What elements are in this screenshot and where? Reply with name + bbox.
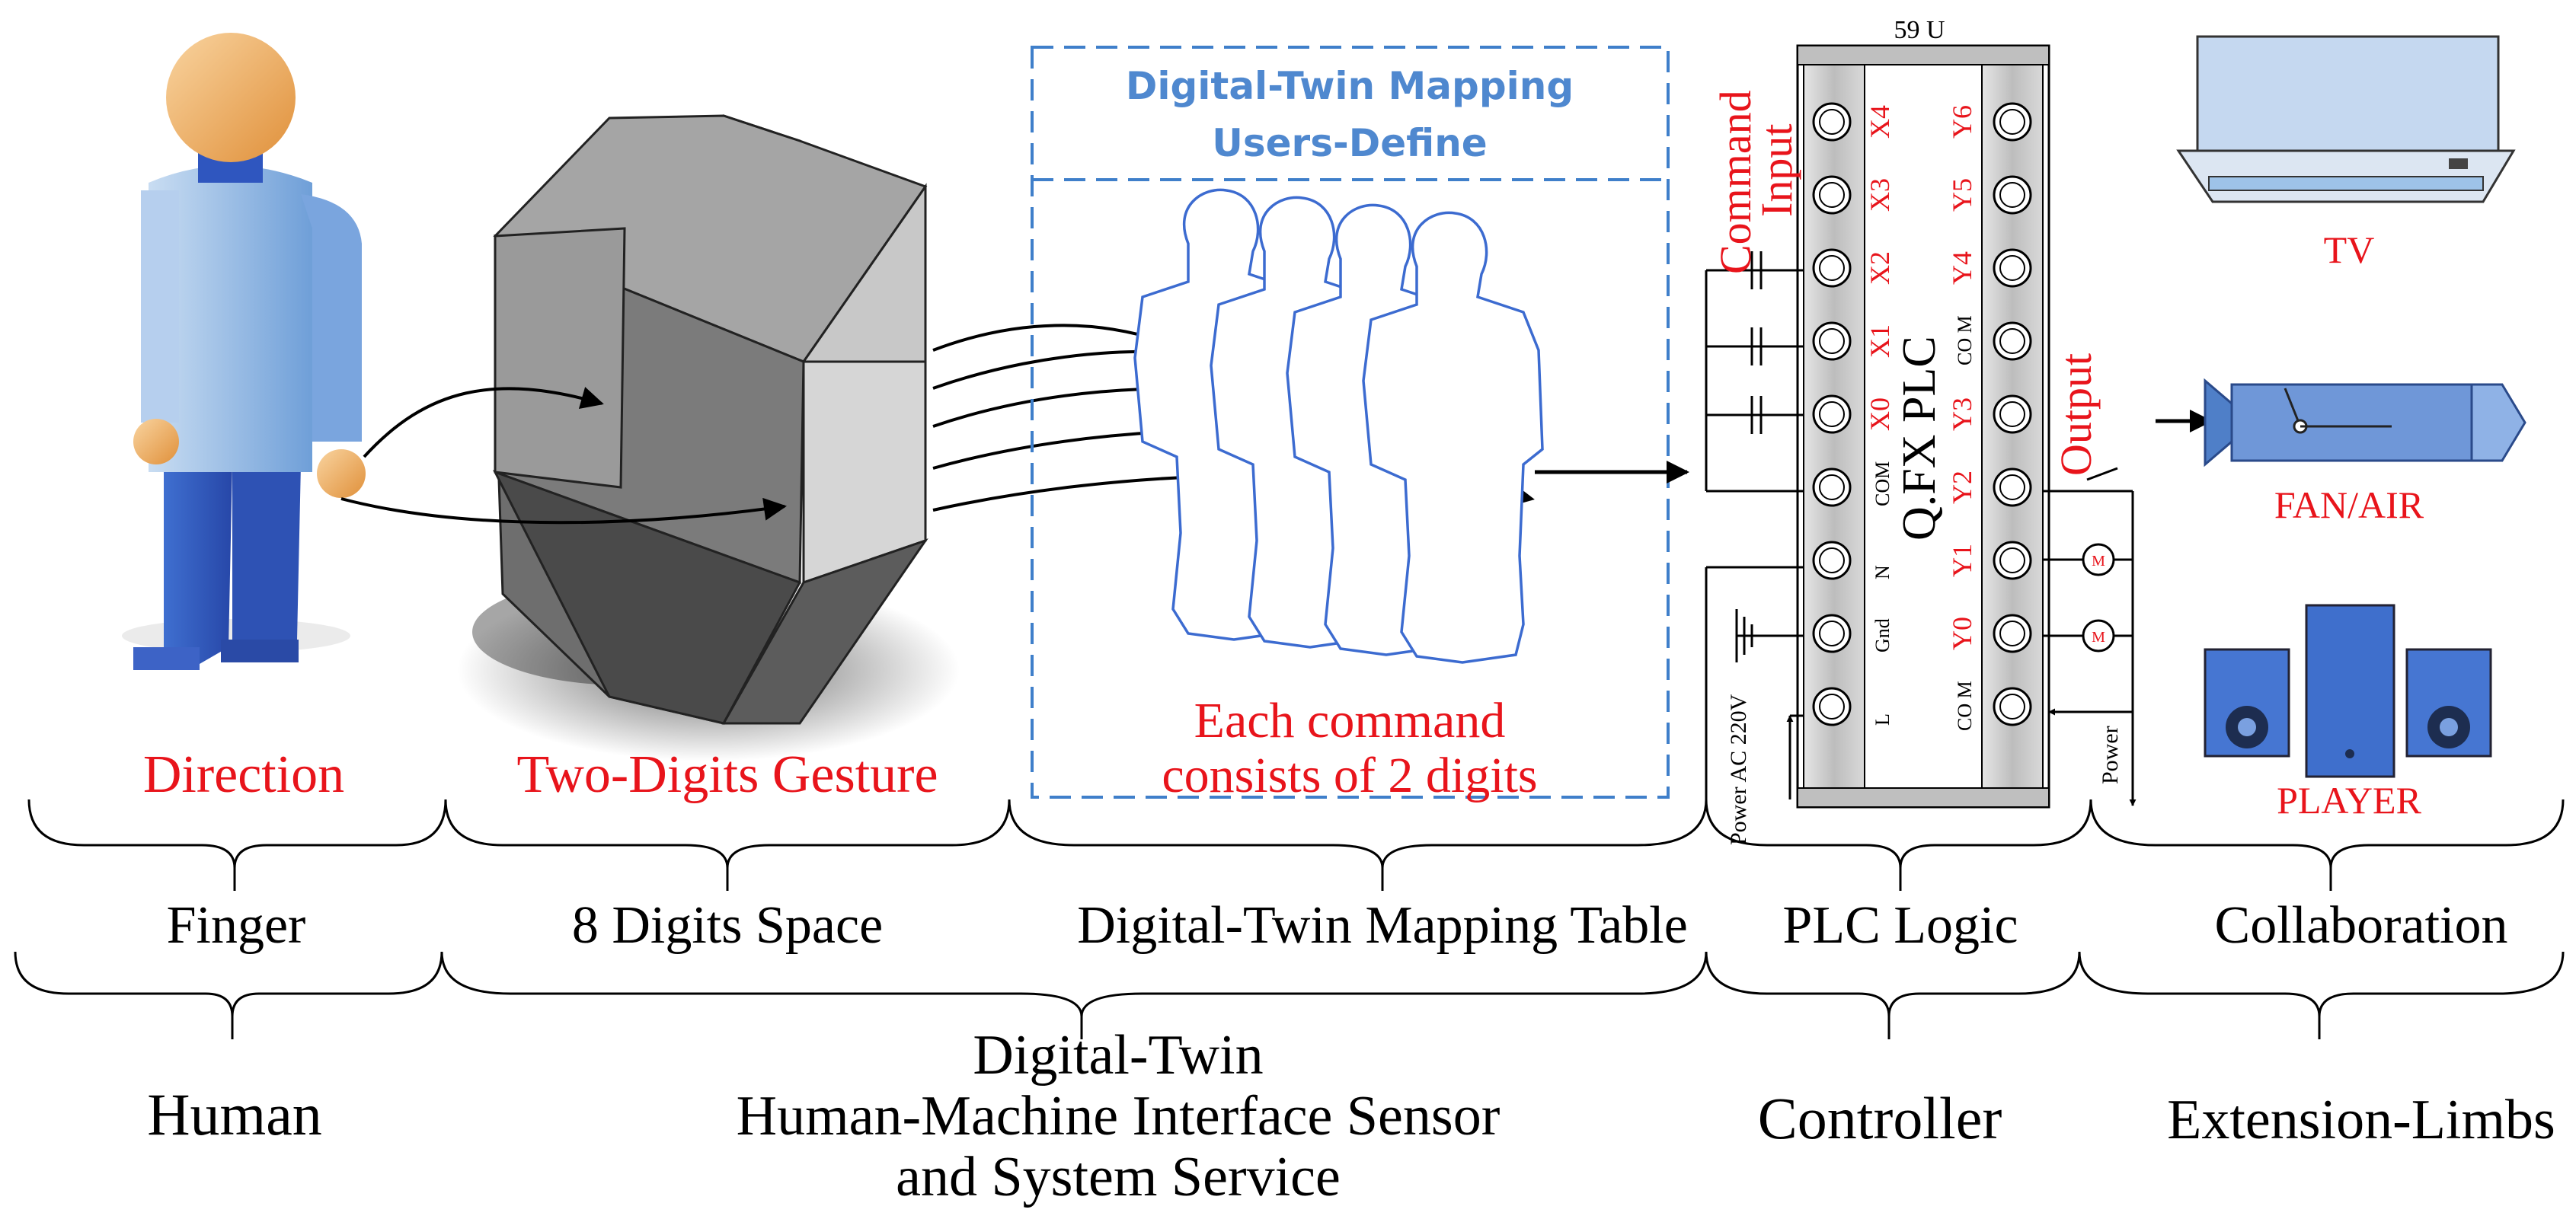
- tv-label: TV: [2324, 228, 2375, 271]
- speaker-system-icon: [2204, 604, 2492, 778]
- plc-output-address: Y3: [1947, 397, 1977, 431]
- terminal-screw-inner: [1999, 694, 2025, 720]
- fan-valve-icon: [2204, 378, 2526, 467]
- power-left-label: Power AC 220V: [1726, 694, 1751, 845]
- terminal-screw-inner: [1819, 694, 1845, 720]
- plc-input-address: X0: [1865, 397, 1895, 431]
- plc-input-address: X3: [1865, 178, 1895, 212]
- plc-terminal-label: Gnd: [1871, 618, 1894, 653]
- tv-icon: [2176, 35, 2516, 203]
- digits-space-label: 8 Digits Space: [572, 896, 883, 955]
- plc-output-address: Y4: [1947, 251, 1977, 285]
- mapping-title-line1: Digital-Twin Mapping: [1126, 64, 1574, 108]
- terminal-screw-inner: [1819, 474, 1845, 500]
- dt-line1: Digital-Twin: [973, 1024, 1263, 1087]
- command-input-line1: Command: [1711, 90, 1760, 274]
- terminal-screw-inner: [1999, 474, 2025, 500]
- motor-symbol: M: [2092, 629, 2105, 646]
- terminal-screw-inner: [1999, 401, 2025, 427]
- level2-braces: [14, 951, 2565, 1039]
- plc-terminal-label: COM: [1871, 461, 1894, 506]
- extension-label: Extension-Limbs: [2167, 1089, 2555, 1151]
- plc-input-address: X1: [1865, 324, 1895, 358]
- terminal-screw-inner: [1999, 109, 2025, 135]
- plc-input-wiring: [1705, 251, 1804, 807]
- plc-output-address: Y5: [1947, 178, 1977, 212]
- user-figure-icon: [122, 33, 366, 670]
- user-silhouette-icons: [1133, 188, 1544, 664]
- motor-symbol: M: [2092, 553, 2105, 570]
- plc-input-address: X4: [1865, 105, 1895, 139]
- plc-output-address: Y1: [1947, 544, 1977, 577]
- plc-terminal-label: CO M: [1954, 315, 1976, 365]
- mapping-title-line2: Users-Define: [1212, 121, 1487, 165]
- plc-top-label: 59 U: [1894, 16, 1945, 44]
- plc-logic-label: PLC Logic: [1782, 896, 2018, 955]
- plc-output-address: Y6: [1947, 105, 1977, 139]
- terminal-screw-inner: [1999, 255, 2025, 281]
- terminal-screw-inner: [1819, 547, 1845, 573]
- terminal-screw-inner: [1819, 401, 1845, 427]
- terminal-screw-inner: [1819, 328, 1845, 354]
- fan-label: FAN/AIR: [2274, 483, 2424, 526]
- terminal-screw-inner: [1819, 255, 1845, 281]
- gesture-label: Two-Digits Gesture: [516, 745, 938, 804]
- direction-arrows: [340, 387, 787, 525]
- controller-label: Controller: [1758, 1085, 2002, 1151]
- mapping-box: Digital-Twin Mapping Users-Define Each c…: [1031, 46, 1670, 803]
- player-label: PLAYER: [2277, 779, 2422, 822]
- terminal-screw-inner: [1819, 182, 1845, 208]
- dt-line3: and System Service: [896, 1146, 1341, 1208]
- dt-line2: Human-Machine Interface Sensor: [737, 1085, 1501, 1147]
- finger-label: Finger: [167, 896, 306, 955]
- plc-input-address: X2: [1865, 251, 1895, 285]
- plc-terminal-label: L: [1871, 713, 1894, 726]
- command-input-line2: Input: [1752, 124, 1801, 217]
- motor-icon: M: [2082, 619, 2115, 653]
- mapping-table-label: Digital-Twin Mapping Table: [1077, 896, 1688, 955]
- motor-icon: M: [2082, 543, 2115, 576]
- mapping-note-line1: Each command: [1194, 693, 1506, 748]
- human-label: Human: [147, 1081, 322, 1147]
- plc-terminal-label: CO M: [1954, 681, 1976, 731]
- plc-output-address: Y2: [1947, 471, 1977, 504]
- terminal-screw-inner: [1999, 328, 2025, 354]
- plc-terminal-label: N: [1871, 565, 1894, 579]
- power-right-label: Power: [2098, 726, 2123, 784]
- terminal-screw-inner: [1819, 109, 1845, 135]
- mapping-note-line2: consists of 2 digits: [1162, 748, 1537, 803]
- terminal-screw-inner: [1999, 182, 2025, 208]
- terminal-screw-inner: [1819, 621, 1845, 646]
- collaboration-label: Collaboration: [2215, 896, 2508, 955]
- terminal-screw-inner: [1999, 621, 2025, 646]
- level1-braces: [27, 799, 2565, 891]
- octagon-prism-icon: [457, 114, 960, 761]
- plc-output-address: Y0: [1947, 617, 1977, 650]
- plc-center-label: Q.FX PLC: [1894, 336, 1945, 541]
- direction-label: Direction: [143, 745, 344, 804]
- terminal-screw-inner: [1999, 547, 2025, 573]
- output-label: Output: [2051, 353, 2101, 476]
